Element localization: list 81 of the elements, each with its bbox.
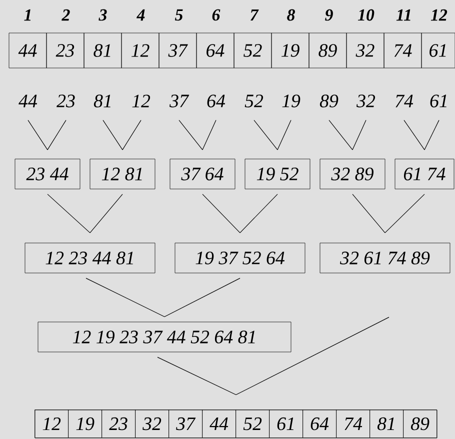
merge-line [240, 194, 278, 234]
merge-line [47, 120, 66, 150]
number-text: 61 [430, 94, 446, 108]
merged-list-box: 19 37 52 64 [174, 242, 306, 274]
merged-list-box: 32 89 [320, 158, 386, 190]
number-text: 32 [356, 94, 376, 108]
merged-list-box: 37 64 [170, 158, 236, 190]
array-cell: 37 [168, 410, 202, 438]
index-number: 4 [136, 9, 145, 21]
merge-line [236, 316, 390, 396]
index-number: 6 [212, 9, 220, 21]
index-number: 12 [430, 9, 448, 21]
array-cell: 61 [269, 410, 303, 438]
merged-list-box: 23 44 [14, 158, 80, 190]
array-cell: 23 [46, 32, 84, 68]
array-cell: 89 [308, 32, 347, 68]
merge-line [254, 120, 278, 150]
number-text: 23 [56, 94, 75, 108]
number-text: 81 [94, 94, 110, 108]
merge-line [352, 120, 366, 150]
array-box [34, 410, 438, 438]
merge-line [47, 194, 90, 234]
array-cell: 12 [121, 32, 160, 68]
merge-line [28, 120, 48, 150]
array-cell: 61 [421, 32, 455, 68]
merge-line [277, 120, 292, 150]
array-cell: 81 [84, 32, 122, 68]
merge-line [164, 278, 240, 318]
index-number: 8 [287, 9, 295, 21]
number-text: 64 [207, 94, 226, 108]
array-cell: 64 [196, 32, 234, 68]
merge-line [90, 194, 123, 234]
number-text: 12 [132, 94, 150, 108]
number-text: 74 [396, 94, 414, 108]
array-cell: 32 [135, 410, 169, 438]
merge-line [352, 194, 386, 234]
merge-line [424, 120, 440, 150]
number-text: 89 [320, 94, 338, 108]
array-cell: 44 [202, 410, 236, 438]
array-cell: 74 [384, 32, 422, 68]
array-cell: 37 [158, 32, 197, 68]
number-text: 19 [282, 94, 300, 108]
array-cell: 81 [370, 410, 404, 438]
number-text: 44 [18, 94, 38, 108]
merge-line [328, 120, 353, 150]
merged-list-box: 12 19 23 37 44 52 64 81 [38, 322, 292, 352]
array-cell: 23 [102, 410, 136, 438]
merged-list-box: 32 61 74 89 [320, 242, 450, 274]
index-number: 2 [62, 9, 70, 21]
index-number: 5 [174, 9, 183, 21]
merged-list-box: 19 52 [244, 158, 310, 190]
index-number: 3 [98, 9, 107, 21]
merge-line [86, 278, 165, 318]
array-cell: 19 [68, 410, 102, 438]
number-text: 37 [170, 94, 190, 108]
merge-line [102, 120, 123, 150]
merge-line [157, 356, 236, 396]
array-cell: 32 [346, 32, 384, 68]
number-text: 52 [244, 94, 264, 108]
index-number: 11 [396, 9, 410, 21]
index-number: 1 [24, 9, 31, 21]
array-cell: 44 [8, 32, 47, 68]
merge-line [404, 120, 425, 150]
merged-list-box: 61 74 [394, 158, 454, 190]
array-cell: 64 [302, 410, 336, 438]
merge-line [384, 194, 425, 234]
array-cell: 12 [34, 410, 68, 438]
index-number: 7 [250, 9, 259, 21]
merge-line [202, 120, 216, 150]
merge-line [122, 120, 142, 150]
index-number: 9 [325, 9, 333, 21]
merge-line [178, 120, 203, 150]
merged-list-box: 12 23 44 81 [24, 242, 156, 274]
array-cell: 19 [271, 32, 310, 68]
merged-list-box: 12 81 [90, 158, 156, 190]
array-cell: 52 [234, 32, 272, 68]
index-number: 10 [358, 9, 374, 21]
array-cell: 52 [236, 410, 270, 438]
array-cell: 89 [403, 410, 437, 438]
array-cell: 74 [336, 410, 370, 438]
merge-line [202, 194, 240, 234]
